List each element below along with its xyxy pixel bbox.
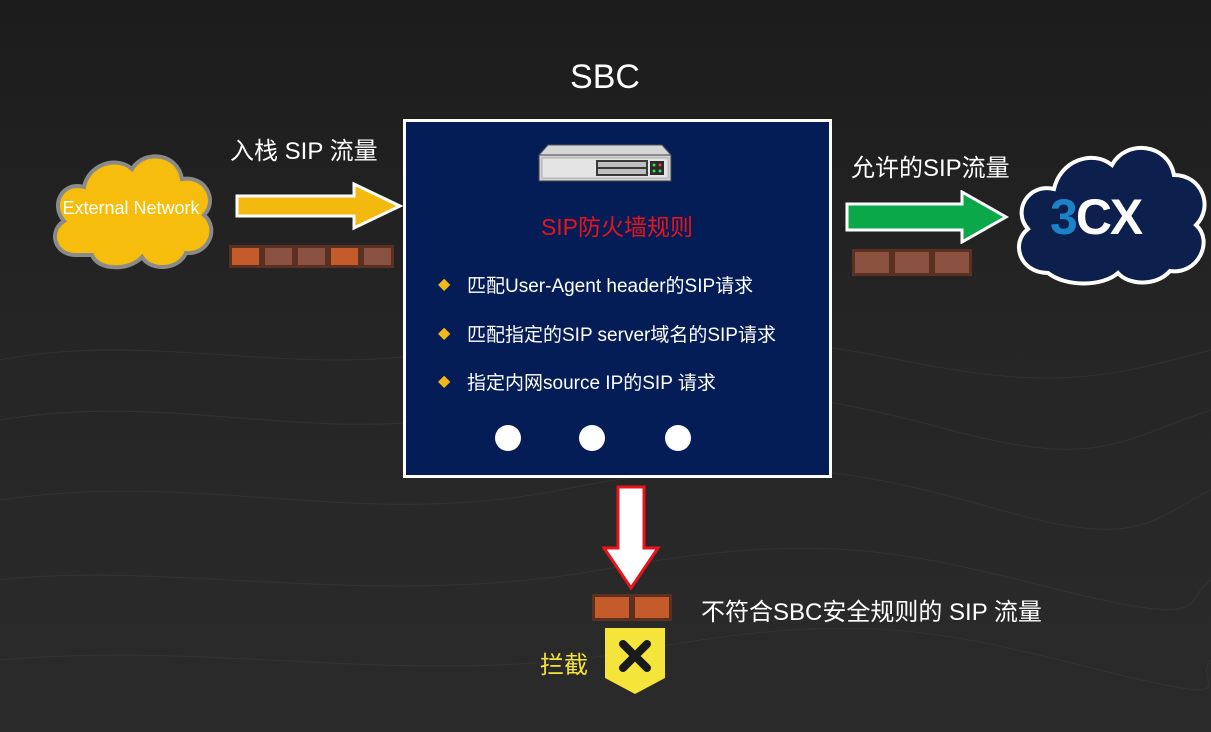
diagram-title: SBC — [570, 58, 640, 96]
packet — [892, 249, 932, 276]
diamond-bullet-icon: ◆ — [438, 372, 451, 390]
packet — [361, 245, 394, 268]
allowed-traffic-label: 允许的SIP流量 — [851, 155, 1010, 182]
packet — [592, 594, 632, 621]
allowed-arrow — [845, 190, 1010, 244]
blocked-arrow — [601, 485, 661, 591]
inbound-traffic-label: 入栈 SIP 流量 — [230, 138, 378, 165]
ellipsis-dot — [665, 425, 691, 451]
packet — [852, 249, 892, 276]
x-mark-icon — [605, 628, 665, 694]
packet — [229, 245, 262, 268]
blocked-traffic-label: 不符合SBC安全规则的 SIP 流量 — [701, 599, 1042, 626]
external-cloud-icon — [53, 154, 214, 270]
brand-logo-3: 3 — [1050, 189, 1078, 245]
packet — [295, 245, 328, 268]
rule-text: 匹配指定的SIP server域名的SIP请求 — [467, 325, 776, 346]
ellipsis-dot — [579, 425, 605, 451]
packet — [932, 249, 972, 276]
external-network-label: External Network — [62, 198, 200, 218]
rules-title: SIP防火墙规则 — [540, 214, 694, 240]
rule-item: ◆ 匹配User-Agent header的SIP请求 — [438, 271, 753, 298]
packet — [262, 245, 295, 268]
diamond-bullet-icon: ◆ — [438, 275, 451, 293]
rule-text: 指定内网source IP的SIP 请求 — [467, 373, 716, 394]
inbound-arrow — [235, 181, 404, 231]
packet — [632, 594, 672, 621]
packet — [328, 245, 361, 268]
rack-server-icon — [538, 144, 672, 182]
ellipsis-dot — [495, 425, 521, 451]
diamond-bullet-icon: ◆ — [438, 324, 451, 342]
intercept-label: 拦截 — [540, 652, 588, 679]
rule-text: 匹配User-Agent header的SIP请求 — [467, 276, 754, 297]
rule-item: ◆ 匹配指定的SIP server域名的SIP请求 — [438, 320, 776, 347]
rule-item: ◆ 指定内网source IP的SIP 请求 — [438, 368, 716, 395]
3cx-cloud-icon — [1017, 145, 1207, 286]
brand-logo-3cx: 3CX — [1050, 188, 1143, 246]
brand-logo-cx: CX — [1075, 189, 1143, 245]
